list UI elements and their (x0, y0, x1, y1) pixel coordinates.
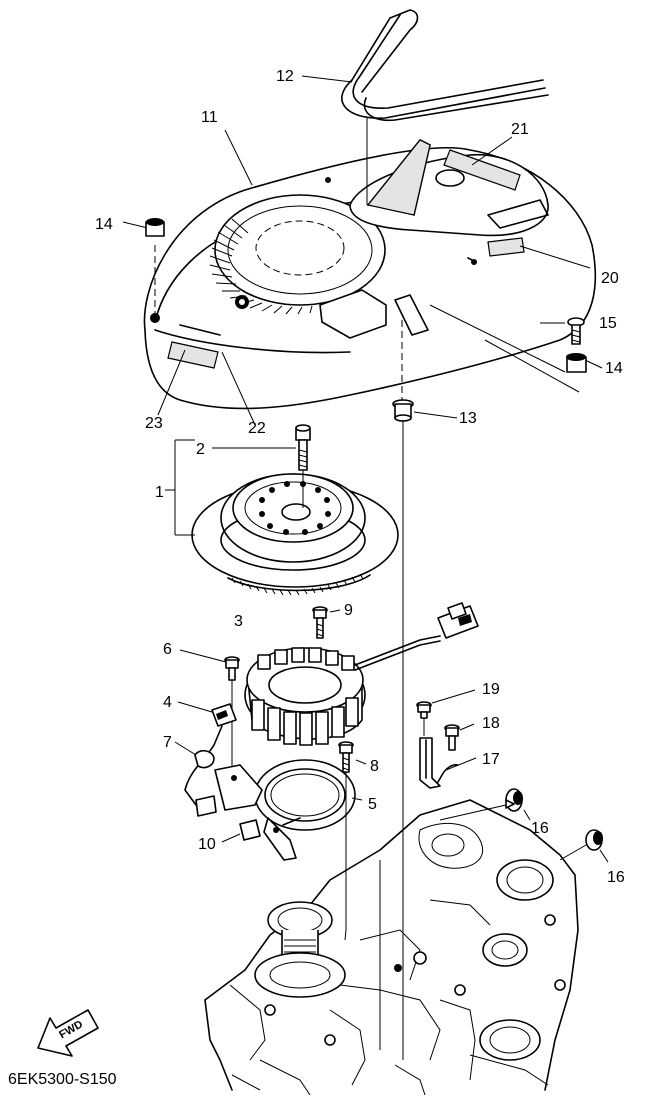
bolt-18-part (444, 723, 475, 751)
callout-4: 4 (163, 694, 172, 711)
callout-3: 3 (234, 613, 243, 630)
grommet-left (145, 218, 165, 237)
wire-terminal (195, 795, 217, 817)
collar-part (392, 399, 414, 422)
callout-14-left: 14 (95, 216, 113, 233)
callout-16-top: 16 (531, 820, 549, 837)
callout-10: 10 (198, 836, 216, 853)
flywheel-cover-part (143, 139, 597, 410)
callout-12: 12 (276, 68, 294, 85)
callout-18: 18 (482, 715, 500, 732)
clip-part (221, 819, 261, 843)
callout-15: 15 (599, 315, 617, 332)
grommet-right (566, 353, 587, 373)
bolt-right-top (567, 317, 585, 345)
callout-9: 9 (344, 602, 353, 619)
stator-base-part (214, 759, 363, 861)
callout-19: 19 (482, 681, 500, 698)
callout-11: 11 (201, 109, 218, 126)
clamp-part (174, 741, 215, 769)
fwd-arrow-icon: FWD (37, 1009, 99, 1057)
leader-lines-top (122, 75, 603, 426)
callout-20: 20 (601, 270, 619, 287)
callout-16-right: 16 (607, 869, 625, 886)
seal-part (341, 9, 549, 122)
stator-connector (437, 602, 479, 639)
bolt-8-part (338, 741, 367, 930)
callout-22: 22 (248, 420, 266, 437)
callout-1: 1 (155, 484, 164, 501)
callout-8: 8 (370, 758, 379, 775)
flywheel-bolt-part (212, 424, 311, 508)
callout-21: 21 (511, 121, 529, 138)
stator-part (244, 635, 441, 746)
callout-5: 5 (368, 796, 377, 813)
callout-14-right: 14 (605, 360, 623, 377)
callout-2: 2 (196, 441, 205, 458)
callout-13: 13 (459, 410, 477, 427)
callout-labels: 1 2 3 4 5 6 7 8 9 10 11 12 13 14 14 15 1… (95, 68, 625, 886)
bracket-17-part (419, 737, 477, 789)
flywheel-part (165, 439, 399, 596)
drawing-code: 6EK5300-S150 (8, 1071, 117, 1088)
engine-block (204, 799, 579, 1096)
callout-7: 7 (163, 734, 172, 751)
screw-6 (179, 649, 240, 770)
screw-19-part (416, 689, 476, 736)
grommet-16-right (559, 829, 609, 863)
stator-screw (312, 606, 341, 639)
callout-17: 17 (482, 751, 500, 768)
grommet-16-top (439, 788, 531, 821)
callout-23: 23 (145, 415, 163, 432)
callout-6: 6 (163, 641, 172, 658)
